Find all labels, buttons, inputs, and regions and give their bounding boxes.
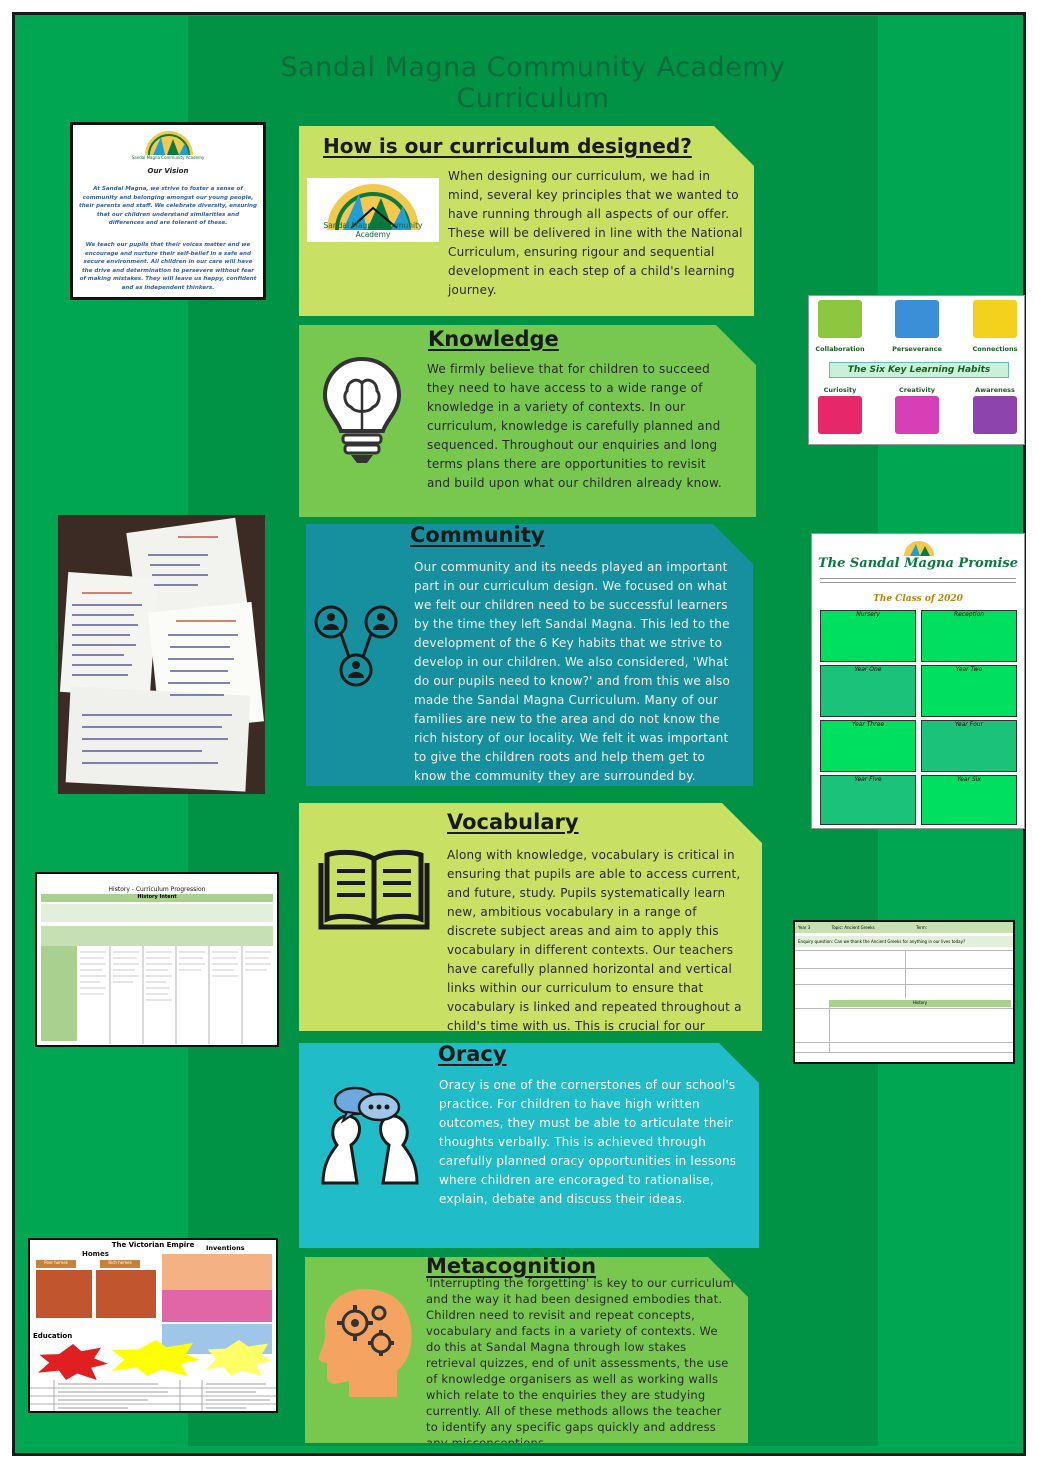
section-vocabulary: Vocabulary Along with knowledge, vocabul… — [299, 803, 762, 1031]
creativity-icon — [895, 396, 939, 434]
column-headers — [41, 926, 273, 946]
section-text: Oracy is one of the cornerstones of our … — [439, 1078, 737, 1206]
section-design: How is our curriculum designed? Sandal M… — [299, 126, 754, 316]
promise-group: Reception — [921, 610, 1017, 662]
section-title: Community — [410, 523, 545, 547]
connections-icon — [973, 300, 1017, 338]
promise-group: Nursery — [820, 610, 916, 662]
education-burst — [38, 1344, 108, 1380]
rich-homes-box — [96, 1270, 156, 1318]
homes-heading: Homes — [82, 1250, 109, 1258]
section-title: Metacognition — [426, 1254, 597, 1278]
rich-homes-label: Rich homes — [100, 1260, 140, 1268]
learning-habits-card: Collaboration Perseverance Connections T… — [808, 295, 1025, 445]
promise-subtitle: The Class of 2020 — [873, 594, 963, 604]
promise-title: The Sandal Magna Promise — [817, 556, 1019, 571]
promise-card: The Sandal Magna Promise The Class of 20… — [811, 533, 1025, 829]
school-logo-icon — [307, 178, 439, 230]
school-logo-icon — [145, 131, 193, 156]
head-gears-icon — [317, 1285, 413, 1397]
vision-para-2: We teach our pupils that their voices ma… — [79, 242, 257, 291]
divider — [905, 950, 906, 998]
section-text: We firmly believe that for children to s… — [427, 362, 722, 490]
table-grid — [80, 946, 271, 1044]
curriculum-notes-photo — [58, 515, 265, 794]
divider — [820, 582, 1016, 583]
promise-group: Year Three — [820, 720, 916, 772]
divider — [795, 968, 1013, 969]
enquiry-row: Enquiry question: Can we thank the Ancie… — [795, 936, 1013, 947]
section-knowledge: Knowledge We firmly believe that for chi… — [299, 325, 756, 517]
subject-row: History — [829, 1000, 1011, 1007]
habit-label: Curiosity — [823, 386, 857, 394]
section-text: Our community and its needs played an im… — [414, 560, 731, 783]
divider — [829, 1000, 830, 1052]
planning-table: Year 3 Topic: Ancient Greeks Term: Enqui… — [793, 920, 1015, 1064]
habit-label: Creativity — [899, 386, 935, 394]
plan-header: Year 3 Topic: Ancient Greeks Term: — [795, 922, 1013, 933]
page-title: Sandal Magna Community Academy Curriculu… — [280, 52, 786, 114]
inventions-heading: Inventions — [206, 1244, 245, 1252]
awareness-icon — [973, 396, 1017, 434]
habit-label: Awareness — [975, 386, 1015, 394]
promise-group: Year Four — [921, 720, 1017, 772]
section-text: When designing our curriculum, we had in… — [448, 169, 743, 297]
history-progression-table: History - Curriculum Progression History… — [35, 872, 279, 1047]
collaboration-icon — [818, 300, 862, 338]
intent-row — [41, 904, 273, 922]
row-header — [41, 946, 77, 1041]
divider — [795, 1042, 1013, 1043]
habit-label: Collaboration — [815, 345, 865, 353]
handwriting-marks — [72, 536, 238, 764]
habit-label: Connections — [972, 345, 1018, 353]
divider — [795, 950, 1013, 951]
divider — [795, 984, 1013, 985]
perseverance-icon — [895, 300, 939, 338]
glossary-table — [30, 1380, 276, 1411]
people-network-icon — [311, 602, 401, 692]
poor-homes-label: Poor homes — [36, 1260, 76, 1268]
table-title: History - Curriculum Progression — [108, 886, 206, 893]
habits-banner: The Six Key Learning Habits — [829, 362, 1009, 378]
section-text: 'Interrupting the forgetting' is key to … — [426, 1276, 735, 1434]
exhibition-box — [162, 1290, 272, 1322]
promise-group: Year Two — [921, 665, 1017, 717]
section-title: Vocabulary — [447, 810, 579, 834]
promise-group: Year Six — [921, 775, 1017, 825]
open-book-icon — [317, 847, 431, 933]
section-oracy: Oracy Oracy is one of the cornerstones o… — [299, 1043, 759, 1248]
vision-para-1: At Sandal Magna, we strive to foster a s… — [79, 186, 257, 226]
vision-title: Our Vision — [147, 167, 189, 175]
promise-group: Year One — [820, 665, 916, 717]
divider — [795, 1052, 1013, 1053]
section-title: How is our curriculum designed? — [323, 134, 692, 158]
curiosity-icon — [818, 396, 862, 434]
divider — [820, 578, 1016, 579]
habit-label: Perseverance — [892, 345, 942, 353]
poor-homes-box — [36, 1270, 92, 1318]
logo-caption: Sandal Magna Community Academy — [131, 155, 205, 160]
school-logo: Sandal Magna Community Academy — [307, 178, 439, 242]
table-header: History Intent — [41, 894, 273, 902]
logo-caption: Sandal Magna Community Academy — [323, 221, 423, 239]
section-community: Community Our community and its needs pl… — [306, 524, 753, 786]
education-heading: Education — [33, 1332, 73, 1340]
speech-bubbles-icon — [317, 1085, 423, 1185]
divider — [795, 1008, 1013, 1009]
promise-group: Year Five — [820, 775, 916, 825]
victorian-knowledge-organiser: The Victorian Empire Homes Inventions Po… — [28, 1238, 278, 1413]
section-metacognition: Metacognition 'Interrupting the forgetti… — [305, 1257, 748, 1443]
lightbulb-brain-icon — [319, 353, 405, 465]
section-title: Oracy — [438, 1042, 507, 1066]
school-logo-icon — [904, 541, 934, 556]
vision-card: Sandal Magna Community Academy Our Visio… — [70, 122, 266, 300]
section-title: Knowledge — [428, 327, 559, 351]
education-burst — [112, 1340, 200, 1376]
section-text: Along with knowledge, vocabulary is crit… — [447, 848, 742, 1033]
organiser-title: The Victorian Empire — [111, 1241, 195, 1249]
